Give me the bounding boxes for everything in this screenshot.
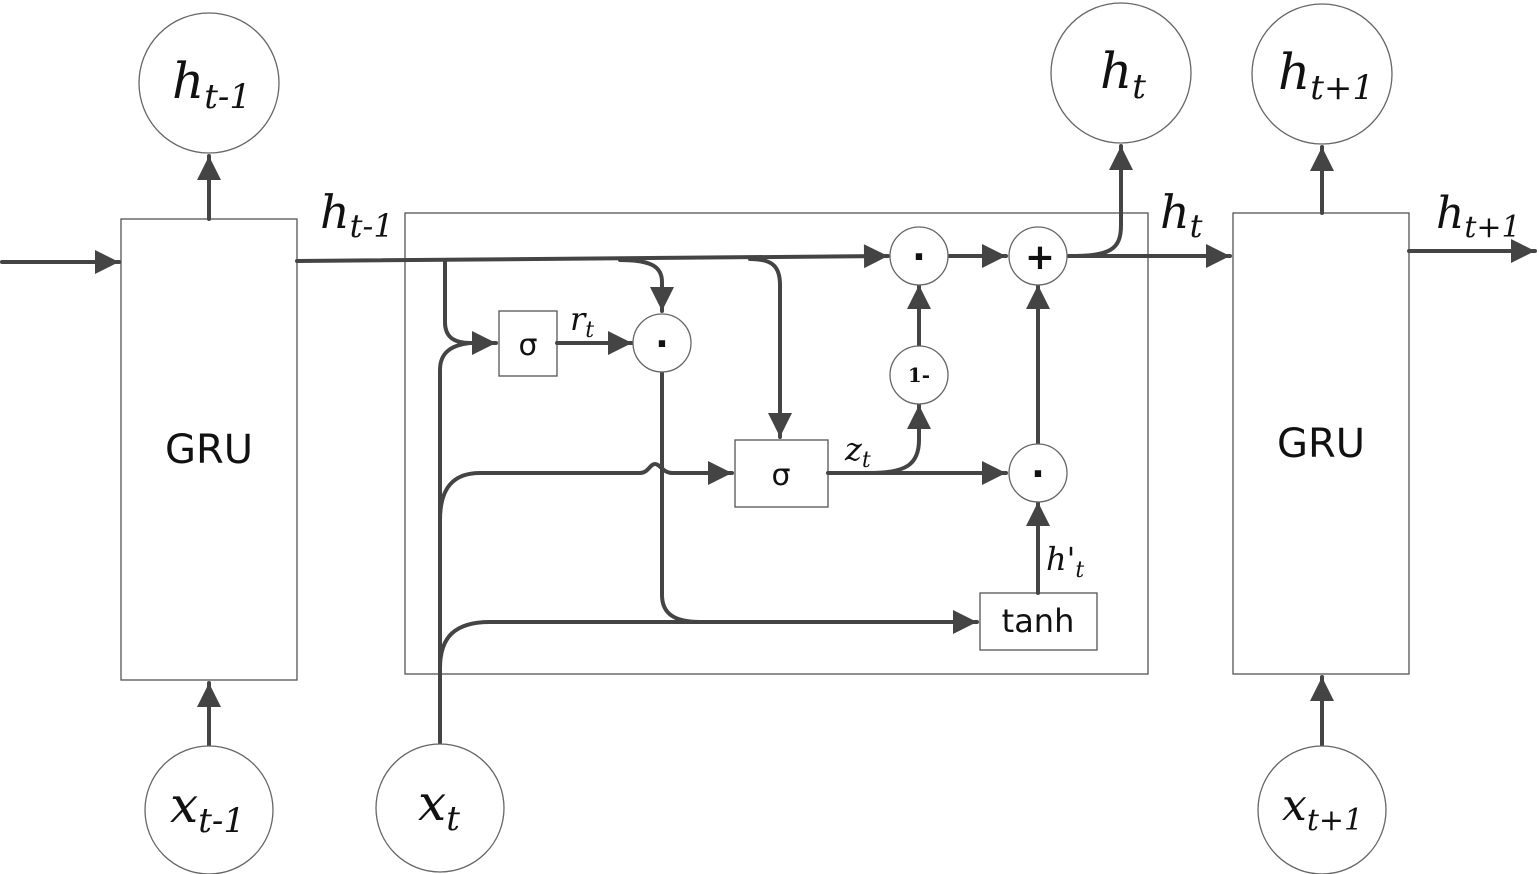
mult-cand-op — [1008, 443, 1068, 503]
x-prev-node — [144, 745, 274, 874]
h-prev-edge-label: ht-1 — [320, 185, 394, 245]
h-t-node-label: ht — [1100, 42, 1146, 107]
sigma-reset-label: σ — [518, 328, 537, 363]
x-t-node-label: xt — [418, 774, 460, 839]
gru-left-block — [120, 218, 298, 681]
mult-top-symbol: · — [912, 237, 926, 278]
tanh-label: tanh — [1002, 602, 1075, 640]
h-next-edge-label: ht+1 — [1436, 188, 1521, 245]
mult-cand-symbol: · — [1031, 454, 1045, 495]
h-prev-node-label: ht-1 — [172, 52, 251, 117]
plus-op — [1008, 226, 1068, 286]
sigma-update-label: σ — [771, 458, 790, 493]
mult-reset-op — [632, 313, 692, 373]
h-next-node — [1251, 3, 1393, 145]
x-next-node-label: xt+1 — [1282, 780, 1363, 838]
h-t-node — [1050, 2, 1192, 144]
x-t-node — [375, 743, 505, 873]
x-prev-node-label: xt-1 — [170, 776, 245, 841]
x-next-node — [1257, 745, 1387, 874]
h-prev-node — [138, 12, 280, 154]
mult-top-op — [889, 226, 949, 286]
one-minus-symbol: 1- — [908, 363, 930, 387]
gru-right-label: GRU — [1277, 421, 1365, 467]
one-minus-op — [889, 345, 949, 405]
r-t-label: rt — [570, 300, 594, 343]
sigma-update-box — [734, 439, 829, 508]
gru-left-label: GRU — [165, 427, 253, 473]
h-next-node-label: ht+1 — [1278, 43, 1374, 108]
mult-reset-symbol: · — [655, 324, 669, 365]
h-candidate-label: h't — [1046, 540, 1084, 583]
plus-symbol: + — [1025, 237, 1055, 278]
tanh-box — [979, 592, 1098, 651]
h-t-edge-label: ht — [1160, 185, 1203, 245]
z-t-label: zt — [844, 430, 871, 473]
